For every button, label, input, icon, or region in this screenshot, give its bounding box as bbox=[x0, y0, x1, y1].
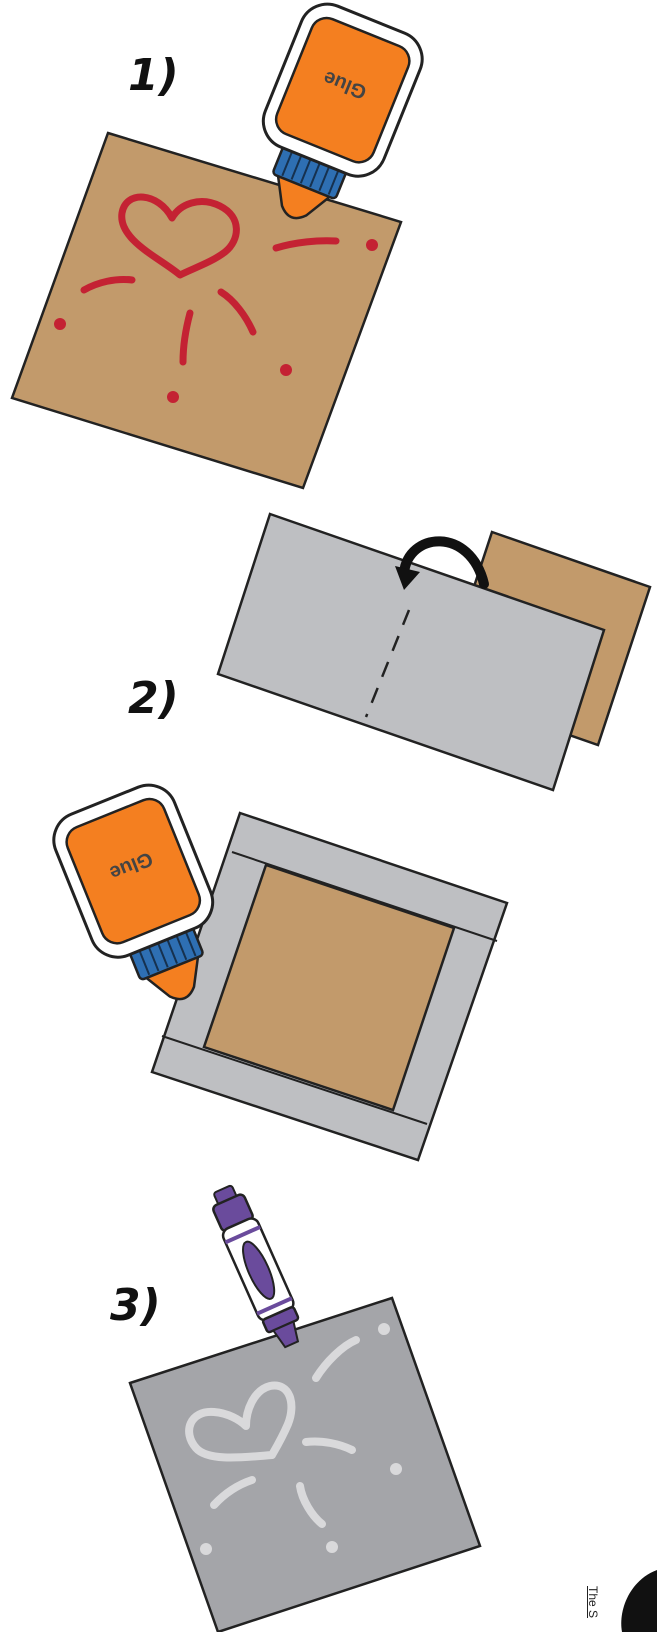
step-2-number: 2) bbox=[128, 673, 179, 724]
cardboard-square bbox=[12, 133, 401, 488]
step-3: 3) bbox=[110, 1181, 480, 1632]
credit-text: The S bbox=[586, 1586, 600, 1618]
step-1: 1) Glue bbox=[12, 0, 431, 488]
marker-icon bbox=[205, 1181, 309, 1352]
step-2-frame: Glue bbox=[45, 777, 507, 1160]
foil-board bbox=[130, 1298, 480, 1632]
logo-mark bbox=[621, 1570, 657, 1632]
step-3-number: 3) bbox=[110, 1280, 161, 1331]
step-1-number: 1) bbox=[128, 50, 179, 101]
step-2: 2) bbox=[128, 514, 650, 790]
